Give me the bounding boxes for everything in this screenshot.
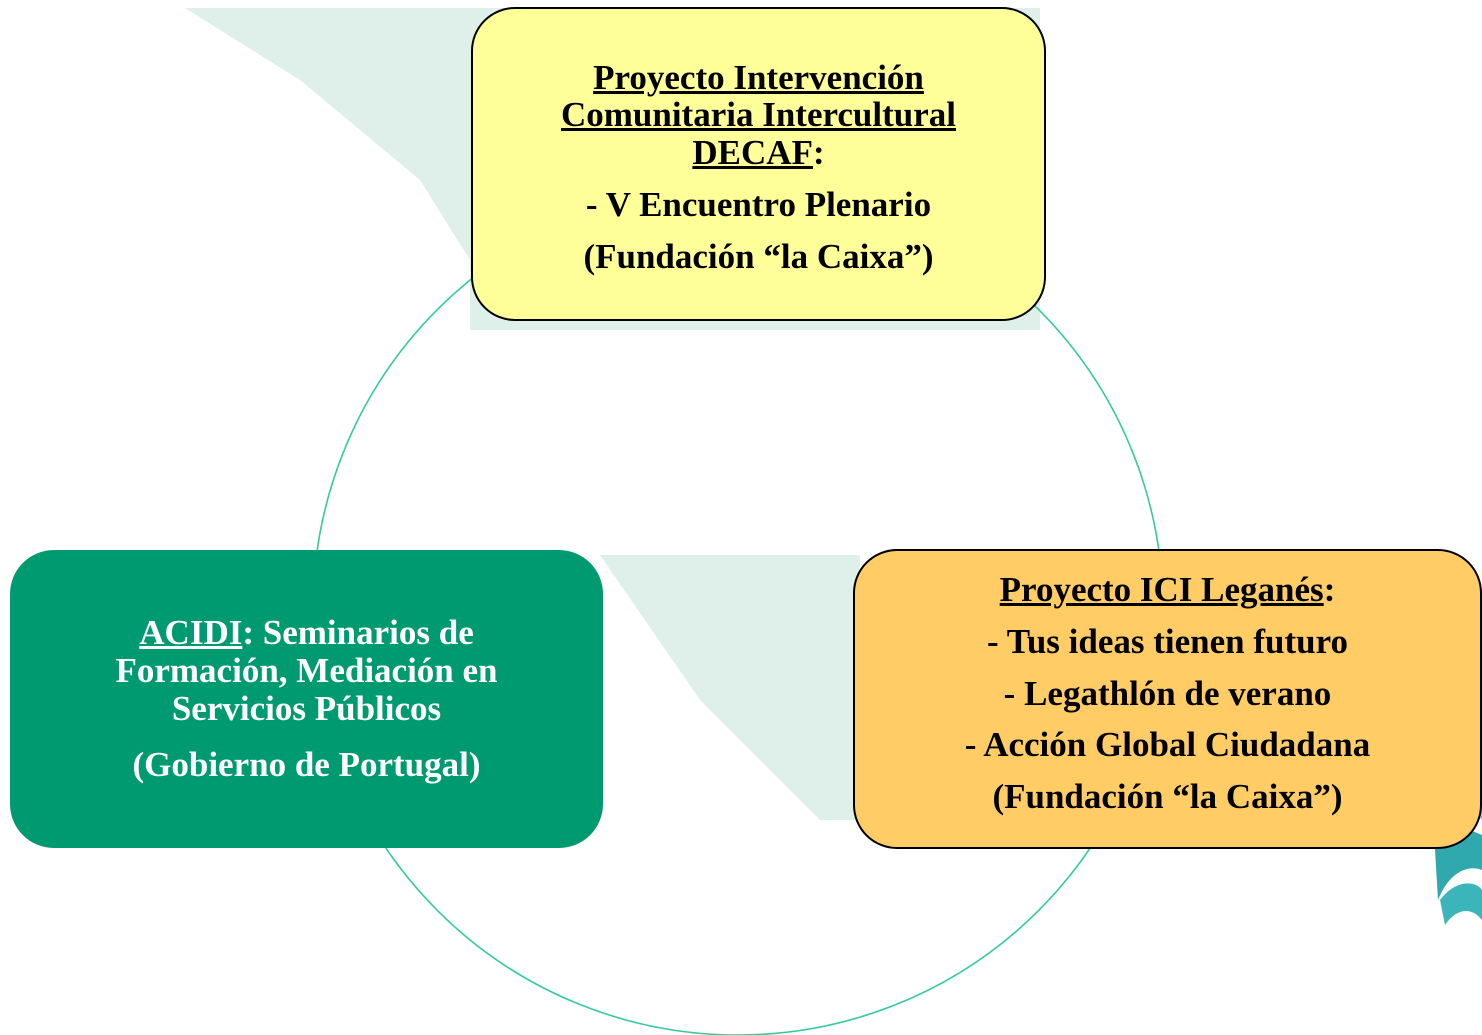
node-left-title-acidi: ACIDI [139,613,243,653]
node-top-title-line3: DECAF: [692,134,824,172]
node-left-line3: Servicios Públicos [171,689,442,728]
node-top-title-line1: Proyecto Intervención [593,57,924,97]
node-top-item1: - V Encuentro Plenario [585,184,932,224]
background-band-lower [600,555,860,820]
node-left-line2: Formación, Mediación en [115,651,498,691]
node-right-item1: - Tus ideas tienen futuro [986,621,1349,661]
node-left-title: ACIDI: Seminarios de [139,614,473,652]
node-acidi: ACIDI: Seminarios de Formación, Mediació… [10,550,603,848]
node-left-title-rest: : Seminarios de [242,613,474,653]
node-right-item4: (Fundación “la Caixa”) [992,777,1343,817]
node-left-item1: (Gobierno de Portugal) [132,744,481,784]
node-right-title-colon: : [1323,570,1336,609]
node-top-title-decaf: DECAF [692,133,813,173]
node-top-title-colon: : [812,133,825,173]
node-proyecto-intervencion: Proyecto Intervención Comunitaria Interc… [471,7,1046,321]
node-proyecto-ici-leganes: Proyecto ICI Leganés: - Tus ideas tienen… [853,549,1482,849]
node-right-item2: - Legathlón de verano [1003,673,1332,713]
node-right-title: Proyecto ICI Leganés: [1000,571,1336,609]
node-right-title-text: Proyecto ICI Leganés [999,570,1324,609]
node-right-item3: - Acción Global Ciudadana [964,725,1371,765]
node-top-item2: (Fundación “la Caixa”) [583,236,934,276]
node-top-title-line2: Comunitaria Intercultural [560,95,957,135]
